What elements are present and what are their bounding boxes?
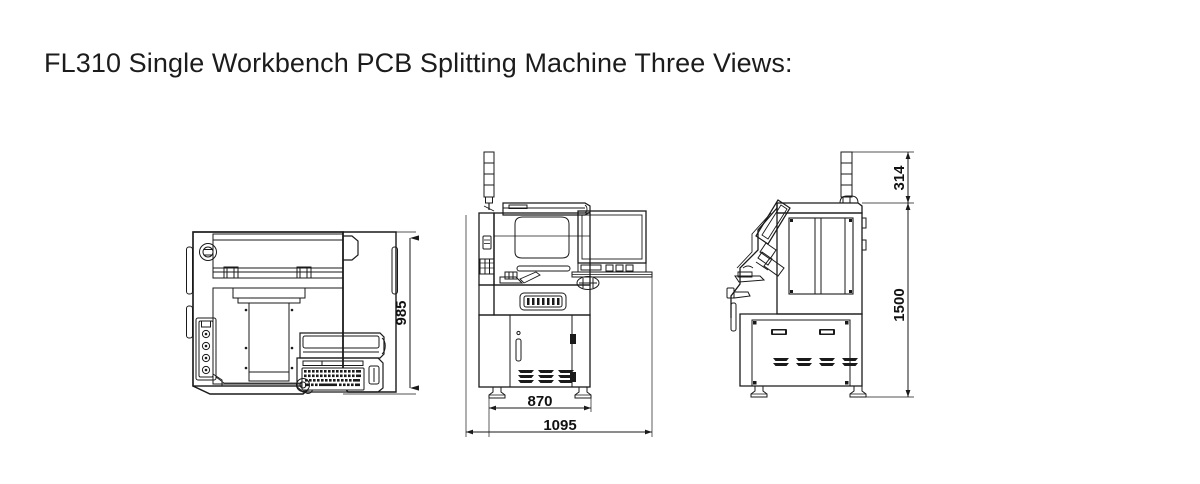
front-view-keyboard-shelf xyxy=(571,271,653,278)
dimension-label-870: 870 xyxy=(527,393,552,410)
front-view-monitor[interactable] xyxy=(577,210,647,273)
side-view-door-handles[interactable] xyxy=(771,329,835,335)
front-view-top-cover xyxy=(502,202,591,216)
side-view-signal-tower xyxy=(840,151,853,204)
dimension-1095: 1095 xyxy=(466,417,652,435)
front-view-leveling-feet xyxy=(488,386,592,399)
front-view-operator-panel[interactable] xyxy=(519,292,567,311)
top-view-control-panel[interactable] xyxy=(195,317,217,381)
front-view-extension-lines xyxy=(465,215,653,437)
top-view-upper-chamber xyxy=(199,233,344,279)
side-view-vent-louvers xyxy=(773,358,858,366)
side-view-leveling-feet xyxy=(750,385,867,398)
front-view-signal-tower xyxy=(483,151,495,212)
front-view-mid-section xyxy=(478,271,600,316)
dimension-985: 985 xyxy=(343,231,419,395)
front-view: 870 1095 xyxy=(465,151,653,437)
dimension-314: 314 xyxy=(891,152,911,203)
dimension-label-1095: 1095 xyxy=(543,417,576,434)
front-view-viewing-window xyxy=(494,216,590,272)
top-view-keyboard[interactable] xyxy=(301,367,365,391)
top-view-caster-wheel xyxy=(296,378,310,392)
page-title: FL310 Single Workbench PCB Splitting Mac… xyxy=(44,48,793,78)
side-view-extension-lines xyxy=(852,151,914,398)
dimension-label-314: 314 xyxy=(891,165,908,191)
side-view-lower-cabinet xyxy=(739,313,863,387)
dimension-label-1500: 1500 xyxy=(891,288,908,321)
front-view-lower-cabinet xyxy=(478,314,591,388)
dimension-label-985: 985 xyxy=(393,300,410,325)
front-view-vent-louvers xyxy=(518,370,574,383)
dimension-1500: 1500 xyxy=(891,203,911,397)
side-view: 314 1500 xyxy=(726,151,914,398)
side-view-upper-body xyxy=(776,203,863,315)
top-view-keyboard-tray xyxy=(296,357,384,393)
top-view: 985 xyxy=(186,231,419,395)
side-view-operator-console xyxy=(726,199,791,332)
dimension-870: 870 xyxy=(489,393,591,411)
